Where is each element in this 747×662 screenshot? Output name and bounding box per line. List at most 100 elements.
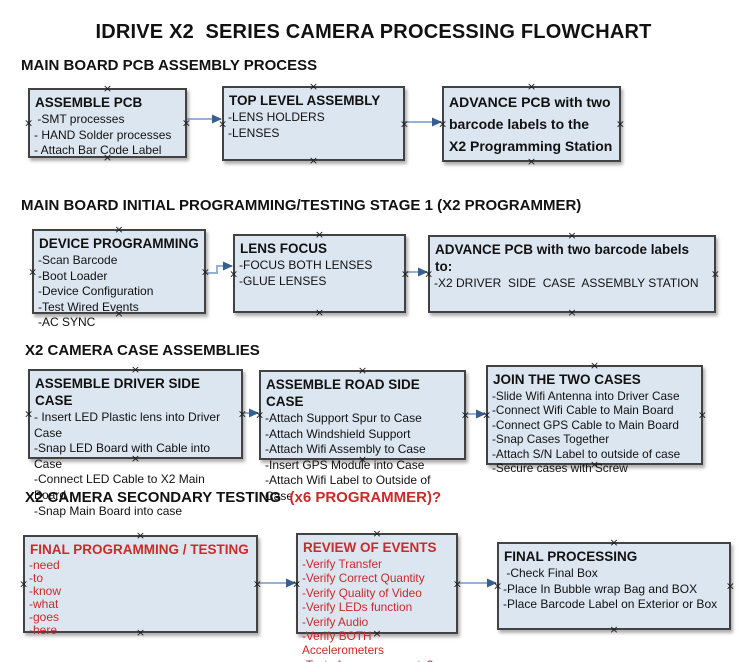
section-heading-text: X2 CAMERA CASE ASSEMBLIES: [25, 342, 260, 359]
box-items: -Scan Barcode-Boot Loader-Device Configu…: [38, 253, 199, 331]
flowbox-assemble-driver-side-case: ASSEMBLE DRIVER SIDE CASE - Insert LED P…: [24, 364, 247, 518]
connection-handle-icon: ×: [24, 116, 34, 130]
connection-handle-icon: ×: [438, 117, 448, 131]
box-item: -Scan Barcode: [38, 253, 118, 267]
connector-arrow: [203, 261, 233, 274]
box-items: -FOCUS BOTH LENSES-GLUE LENSES: [239, 258, 399, 289]
box-title: ASSEMBLE PCB: [35, 95, 143, 110]
box-item: -Snap Main Board into case: [34, 503, 183, 518]
connection-handle-icon: ×: [725, 579, 735, 593]
box-title: REVIEW OF EVENTS: [303, 540, 437, 555]
connection-handle-icon: ×: [589, 359, 600, 372]
box-item: -know: [29, 584, 62, 598]
connection-handle-icon: ×: [314, 228, 325, 241]
box-item: -Place Barcode Label on Exterior or Box: [503, 597, 718, 612]
flowbox-final-programming-testing: FINAL PROGRAMMING / TESTING -need-to-kno…: [19, 530, 262, 638]
box-item: -goes: [29, 610, 60, 624]
box-item: -Test of accessory ports?: [302, 658, 451, 662]
connection-handle-icon: ×: [357, 364, 368, 377]
flowbox-assemble-pcb: ASSEMBLE PCB -SMT processes- HAND Solder…: [24, 83, 191, 163]
flowbox-review-of-events: REVIEW OF EVENTS -Verify Transfer-Verify…: [292, 528, 462, 662]
section-heading-text: X2 CAMERA SECONDARY TESTING: [25, 489, 290, 506]
box-item: -Device Configuration: [38, 284, 154, 299]
box-item: -GLUE LENSES: [239, 273, 327, 288]
box-title: TOP LEVEL ASSEMBLY: [229, 93, 381, 108]
box-title: ASSEMBLE DRIVER SIDE CASE: [35, 376, 201, 408]
section-heading-pcb-assembly: MAIN BOARD PCB ASSEMBLY PROCESS: [21, 57, 317, 74]
box-item: -Verify LEDs function: [302, 600, 413, 615]
flowbox-lens-focus: LENS FOCUS -FOCUS BOTH LENSES-GLUE LENSE…: [229, 229, 410, 318]
connection-handle-icon: ×: [399, 117, 409, 130]
connection-handle-icon: ×: [181, 116, 191, 130]
connection-handle-icon: ×: [526, 155, 537, 168]
box-items: -X2 DRIVER SIDE CASE ASSEMBLY STATION: [434, 276, 709, 292]
connection-handle-icon: ×: [609, 623, 619, 636]
connection-handle-icon: ×: [24, 407, 34, 421]
box-items: -LENS HOLDERS-LENSES: [228, 110, 398, 141]
connection-handle-icon: ×: [697, 408, 707, 422]
section-heading-case-assemblies: X2 CAMERA CASE ASSEMBLIES: [25, 342, 260, 359]
box-items: - Insert LED Plastic lens into Driver Ca…: [34, 410, 236, 519]
page-title: IDRIVE X2 SERIES CAMERA PROCESSING FLOWC…: [95, 21, 652, 43]
box-item: -Connect Wifi Cable to Main Board: [492, 403, 674, 418]
box-item: -Attach Support Spur to Case: [265, 411, 422, 425]
flowbox-assemble-road-side-case: ASSEMBLE ROAD SIDE CASE -Attach Support …: [255, 365, 470, 503]
box-item: -what: [29, 597, 59, 611]
box-item: -LENSES: [228, 125, 280, 140]
box-item: -Verify Correct Quantity: [302, 571, 425, 586]
box-title: JOIN THE TWO CASES: [493, 372, 641, 387]
connection-handle-icon: ×: [255, 408, 265, 422]
box-items: -Check Final Box-Place In Bubble wrap Ba…: [503, 566, 724, 613]
box-item: -Place In Bubble wrap Bag and BOX: [503, 581, 698, 596]
box-item: - Insert LED Plastic lens into Driver Ca…: [34, 410, 224, 440]
connection-handle-icon: ×: [218, 117, 228, 130]
section-heading-initial-programming: MAIN BOARD INITIAL PROGRAMMING/TESTING S…: [21, 197, 581, 214]
box-item: -Attach S/N Label to outside of case: [492, 446, 681, 461]
connection-handle-icon: ×: [567, 306, 577, 319]
flowbox-join-the-two-cases: JOIN THE TWO CASES -Slide Wifi Antenna i…: [482, 360, 707, 475]
box-title: ADVANCE PCB with two barcode labels to:: [435, 242, 690, 274]
connection-handle-icon: ×: [292, 577, 302, 590]
connection-handle-icon: ×: [200, 265, 210, 278]
box-item: -to: [29, 571, 44, 585]
box-item: -Verify Transfer: [302, 557, 382, 571]
box-title: DEVICE PROGRAMMING: [39, 236, 199, 251]
box-item: -Check Final Box: [503, 566, 598, 580]
box-item: -Attach Wifi Assembly to Case: [265, 442, 426, 457]
connection-handle-icon: ×: [710, 267, 720, 281]
connection-handle-icon: ×: [114, 223, 124, 236]
box-title: FINAL PROGRAMMING / TESTING: [30, 542, 249, 557]
flowbox-final-processing: FINAL PROCESSING -Check Final Box-Place …: [493, 537, 735, 635]
flowbox-advance-pcb-driver-side: ADVANCE PCB with two barcode labels to: …: [424, 230, 720, 318]
box-item: -Insert GPS Module into Case: [265, 457, 425, 472]
box-title: LENS FOCUS: [240, 241, 328, 256]
section-heading-text: MAIN BOARD PCB ASSEMBLY PROCESS: [21, 57, 318, 74]
flowbox-advance-pcb-programming-station: ADVANCE PCB with two barcode labels to t…: [438, 81, 625, 167]
connection-handle-icon: ×: [615, 117, 625, 131]
connection-handle-icon: ×: [609, 536, 619, 549]
box-items: -Attach Support Spur to Case-Attach Wind…: [265, 411, 459, 505]
box-items: -need-to-know-what-goes-here: [29, 559, 251, 637]
connection-handle-icon: ×: [229, 267, 239, 280]
box-item: -Slide Wifi Antenna into Driver Case: [492, 389, 680, 403]
connection-handle-icon: ×: [237, 407, 247, 421]
box-item: -Secure cases with Screw: [492, 461, 628, 476]
box-item: -Connect GPS Cable to Main Board: [492, 417, 679, 432]
box-item: -AC SYNC: [38, 315, 96, 330]
box-item: -Verify BOTH Accelerometers: [302, 629, 384, 658]
box-item: -Attach Wifi Label to Outside of Case: [265, 473, 434, 503]
flowbox-top-level-assembly: TOP LEVEL ASSEMBLY -LENS HOLDERS-LENSES …: [218, 81, 409, 166]
connection-handle-icon: ×: [452, 577, 462, 590]
box-item: -Boot Loader: [38, 268, 108, 283]
box-title: FINAL PROCESSING: [504, 549, 638, 564]
box-item: -X2 DRIVER SIDE CASE ASSEMBLY STATION: [434, 276, 699, 290]
section-heading-secondary-testing: X2 CAMERA SECONDARY TESTING (x6 PROGRAMM…: [25, 489, 441, 506]
connection-handle-icon: ×: [19, 577, 29, 591]
connection-handle-icon: ×: [135, 529, 146, 542]
connection-handle-icon: ×: [28, 265, 38, 278]
connection-handle-icon: ×: [130, 363, 141, 376]
box-item: - Attach Bar Code Label: [34, 143, 162, 158]
connection-handle-icon: ×: [424, 267, 434, 281]
box-items: -Verify Transfer-Verify Correct Quantity…: [302, 557, 451, 662]
